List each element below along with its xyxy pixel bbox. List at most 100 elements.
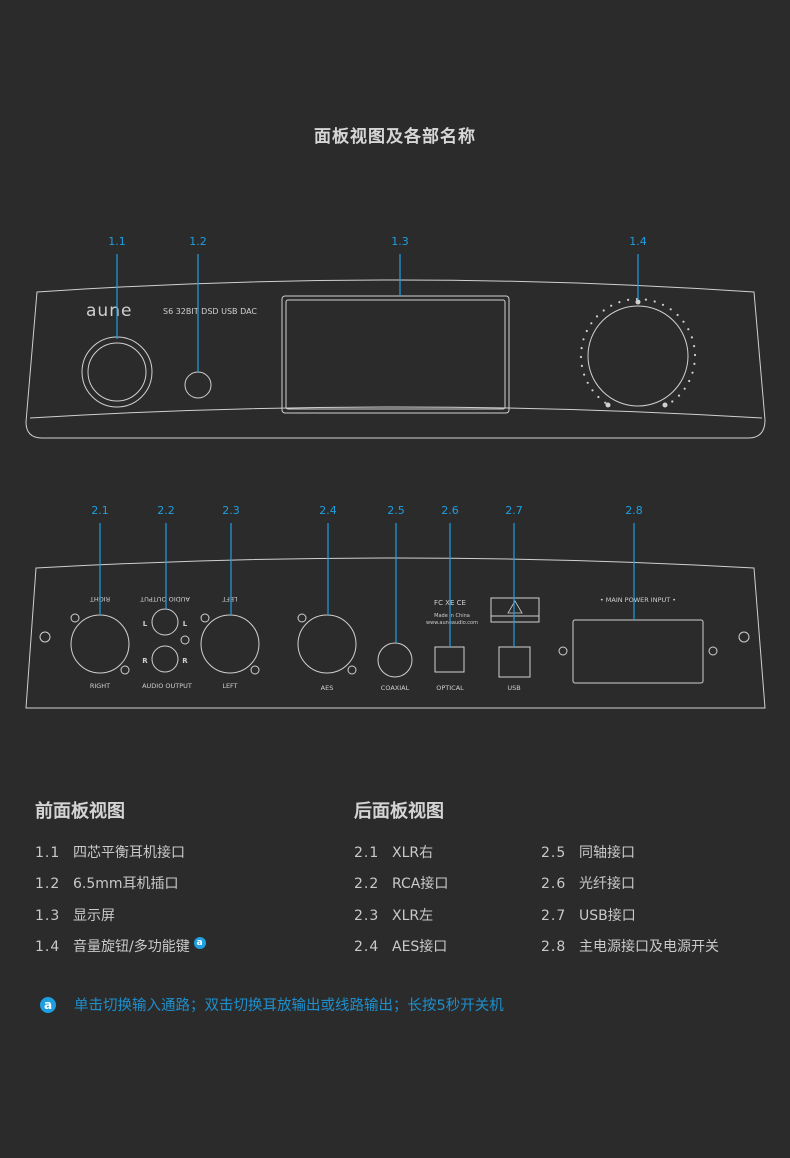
knob-dot [676,313,679,317]
knob-dot [683,387,686,390]
knob-dot [597,395,600,399]
knob-dot [691,371,694,374]
model-label: S6 32BIT DSD USB DAC [163,307,257,316]
callout-1-3: 1.3 [391,235,409,248]
volume-knob-dots [579,297,697,404]
rca-left-jack [151,608,179,636]
knob-dot [644,298,648,301]
headphone-jack-6-5mm [184,371,212,399]
label-optical: OPTICAL [436,684,464,692]
callout-1-1: 1.1 [108,235,126,248]
label-audio-output-bottom: AUDIO OUTPUT [142,682,192,690]
serial-label [490,597,540,623]
knob-dot [693,362,696,365]
callout-2-1: 2.1 [91,504,109,517]
label-r-2: R [182,657,188,665]
knob-dot [602,309,605,312]
knob-dot [586,381,589,384]
front-legend-heading: 前面板视图 [35,801,125,822]
knob-dot [671,400,674,403]
knob-dot [693,345,696,348]
display-screen [281,295,510,414]
front-panel [25,279,766,439]
knob-dot [604,401,607,404]
knob-dot [687,328,690,331]
knob-dot [580,347,583,350]
xlr-right-jack [70,614,130,674]
callout-2-6: 2.6 [441,504,459,517]
callout-2-4: 2.4 [319,504,337,517]
label-r-1: R [142,657,148,665]
power-input-label: • MAIN POWER INPUT • [600,596,676,604]
knob-dot [669,308,672,311]
label-l-1: L [143,620,148,628]
label-usb: USB [507,684,520,692]
footnote-marker: a [193,937,206,949]
screw-hole-left [39,631,51,643]
knob-dot [693,353,697,357]
power-input-socket [572,619,704,684]
callout-2-2: 2.2 [157,504,175,517]
knob-dot [653,300,656,303]
optical-port [434,646,465,673]
label-left-top: LEFT [222,595,237,603]
made-in-label: Made in China [434,613,470,619]
knob-dot [677,394,681,397]
knob-dot [595,315,599,318]
label-l-2: L [183,620,188,628]
knob-dot [582,338,585,341]
footnote-marker-large: a [40,997,56,1013]
label-right-bottom: RIGHT [90,682,110,690]
coaxial-jack [377,642,413,678]
knob-dot [590,322,593,325]
knob-dot [688,379,691,383]
brand-logo: aune [86,301,132,321]
knob-dot [579,355,583,359]
knob-dot [583,373,586,376]
knob-dot [585,329,588,333]
label-audio-output-top: AUDIO OUTPUT [140,595,190,603]
callout-2-5: 2.5 [387,504,405,517]
aes-jack [297,614,357,674]
callout-2-3: 2.3 [222,504,240,517]
usb-port [498,646,531,678]
label-left-bottom: LEFT [222,682,237,690]
callout-2-7: 2.7 [505,504,523,517]
footnote-text: 单击切换输入通路；双击切换耳放输出或线路输出；长按5秒开关机 [74,998,504,1014]
knob-dot [682,320,685,323]
knob-dot [627,298,630,301]
knob-dot [610,304,613,307]
rca-right-jack [151,645,179,673]
callout-2-8: 2.8 [625,504,643,517]
label-coaxial: COAXIAL [381,684,410,692]
knob-dot [618,301,621,304]
website-label: www.auneaudio.com [426,620,478,626]
knob-dot [690,336,694,339]
label-aes: AES [321,684,334,692]
xlr-left-jack [200,614,260,674]
knob-dot [591,389,594,392]
screw-hole-right [738,631,750,643]
knob-dot [661,303,665,306]
callout-1-4: 1.4 [629,235,647,248]
volume-knob [587,305,689,407]
knob-dot [580,364,584,367]
page-title: 面板视图及各部名称 [314,127,476,147]
callout-1-2: 1.2 [189,235,207,248]
balanced-headphone-jack [81,336,153,408]
footnote: a 单击切换输入通路；双击切换耳放输出或线路输出；长按5秒开关机 [40,994,504,1015]
rear-legend-heading: 后面板视图 [354,801,444,822]
